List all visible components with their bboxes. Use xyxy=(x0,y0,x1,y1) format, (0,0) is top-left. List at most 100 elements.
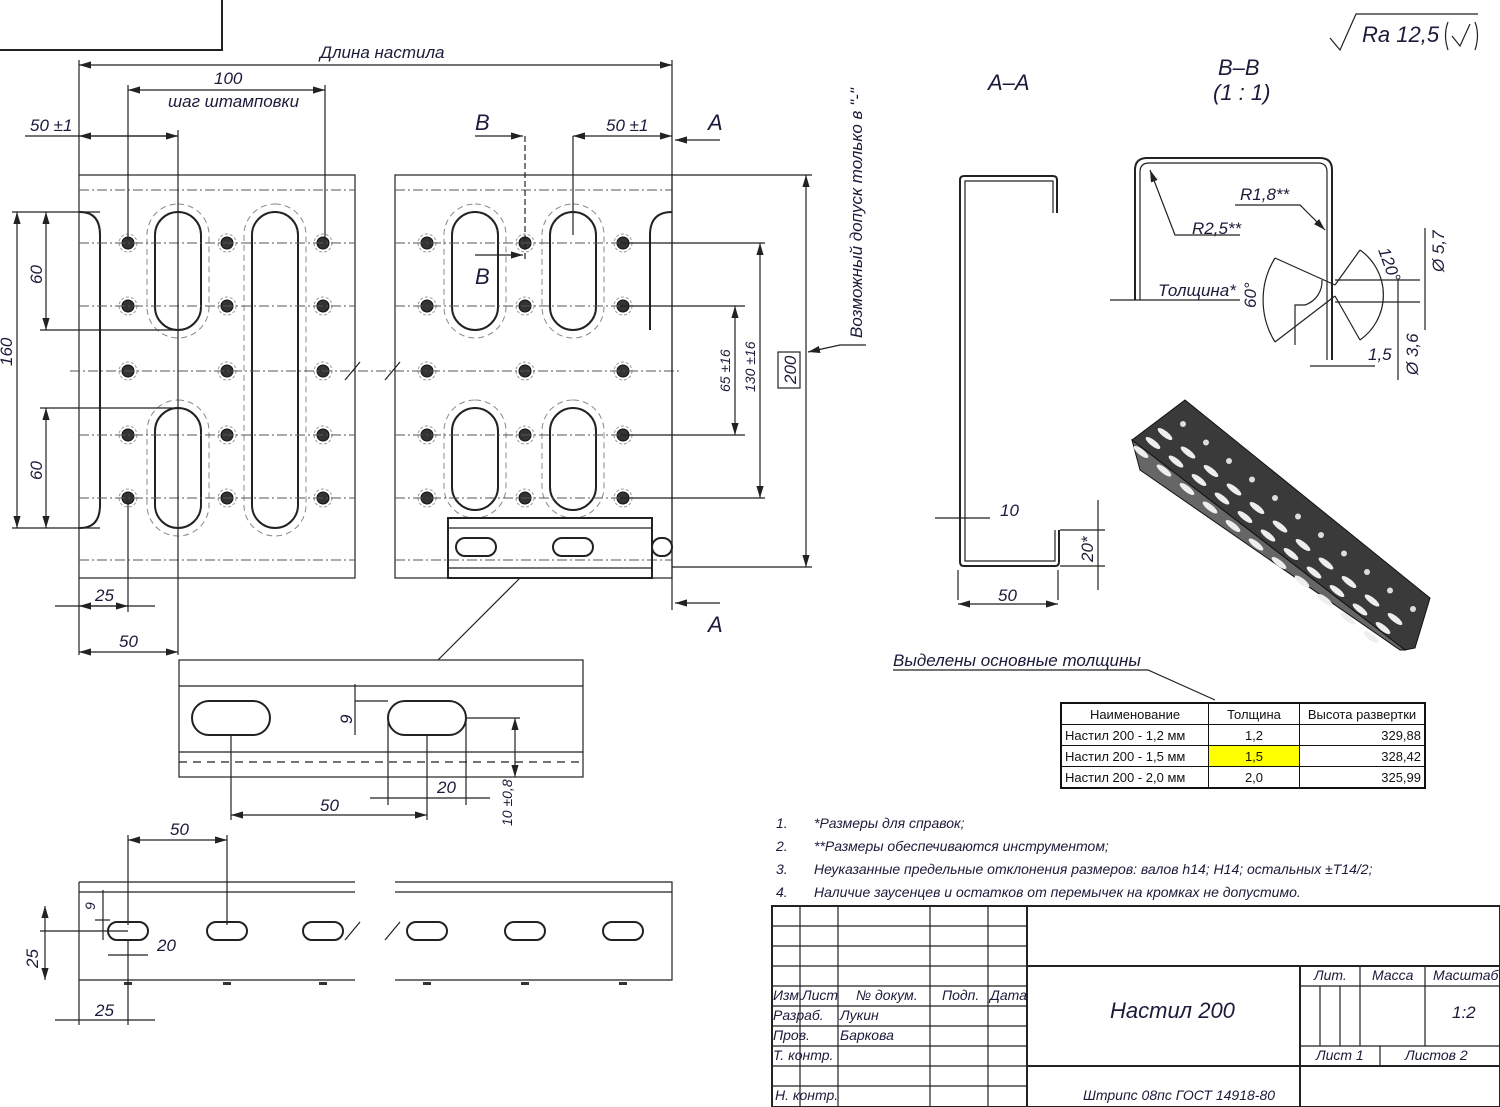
isometric-view xyxy=(1131,399,1431,651)
aa-dim-20: 20* xyxy=(1078,535,1097,563)
tb-tkontr: Т. контр. xyxy=(773,1047,833,1063)
dim-160: 160 xyxy=(0,337,16,366)
section-b-b: B–B (1 : 1) R1,8** R2,5** Толщина* 60° 1… xyxy=(1110,55,1448,380)
iso-slot xyxy=(1237,510,1253,524)
iso-slot xyxy=(1156,464,1172,477)
roughness-value: Ra 12,5 xyxy=(1362,22,1440,47)
right-offset-dim: 50 ±1 xyxy=(606,116,648,135)
dim-130: 130 ±16 xyxy=(742,341,758,392)
plan-view xyxy=(12,60,866,661)
detail-dim-10: 10 ±0,8 xyxy=(499,779,515,826)
left-offset-dim: 50 ±1 xyxy=(30,116,72,135)
aa-dim-50: 50 xyxy=(998,586,1017,605)
iso-slot xyxy=(1260,529,1276,542)
tb-prov-name: Баркова xyxy=(840,1027,894,1043)
cell-name: Настил 200 - 1,2 мм xyxy=(1060,724,1209,746)
iso-slot xyxy=(1306,566,1322,579)
tb-sheets: Листов 2 xyxy=(1404,1047,1468,1063)
section-a-bottom: A xyxy=(706,612,723,637)
iso-slot xyxy=(1375,621,1391,635)
stamp-slot-partial xyxy=(649,211,673,330)
table-header-row: Наименование Толщина Высота развертки xyxy=(1060,702,1426,725)
iso-slot xyxy=(1317,593,1333,607)
iso-slot xyxy=(1248,538,1264,551)
col-height: Высота развертки xyxy=(1299,702,1426,725)
bb-r25: R2,5** xyxy=(1192,219,1243,238)
bb-thickness: Толщина* xyxy=(1158,281,1237,300)
iso-slot xyxy=(1133,445,1149,459)
thickness-table: Наименование Толщина Высота развертки На… xyxy=(1060,702,1426,789)
tb-sheet: Лист 1 xyxy=(1315,1047,1364,1063)
iso-slot xyxy=(1249,501,1265,515)
section-b-bottom: B xyxy=(475,264,490,289)
iso-slot xyxy=(1214,492,1230,505)
thickness-callout: Выделены основные толщины xyxy=(893,651,1141,670)
detail-dim-20: 20 xyxy=(436,778,456,797)
bb-r18: R1,8** xyxy=(1240,185,1291,204)
pitch-label: шаг штамповки xyxy=(168,92,300,111)
side-slot xyxy=(406,921,448,941)
tb-prov: Пров. xyxy=(773,1027,810,1043)
tolerance-note: Возможный допуск только в "-" xyxy=(847,87,866,338)
note-number: 2. xyxy=(775,838,788,854)
tb-scale-label: Масштаб xyxy=(1433,967,1500,983)
detail-dim-50: 50 xyxy=(320,796,339,815)
detail-view: 9 20 50 10 ±0,8 xyxy=(178,659,584,826)
pitch-value: 100 xyxy=(214,69,243,88)
side-dim-25-h: 25 xyxy=(94,1001,114,1020)
dim-200: 200 xyxy=(781,355,800,385)
stamp-slot xyxy=(251,211,299,529)
col-thickness: Толщина xyxy=(1208,702,1300,725)
iso-slot xyxy=(1191,473,1207,487)
aa-dim-10: 10 xyxy=(1000,501,1019,520)
iso-slot xyxy=(1225,519,1241,533)
dim-50: 50 xyxy=(119,632,138,651)
tb-izm: Изм. xyxy=(773,987,803,1003)
iso-slot xyxy=(1329,584,1345,598)
side-dim-50: 50 xyxy=(170,820,189,839)
iso-slot xyxy=(1168,455,1184,468)
iso-slot xyxy=(1364,594,1380,607)
stamp-slot xyxy=(549,407,597,511)
tb-material: Штрипс 08пс ГОСТ 14918-80 xyxy=(1083,1087,1275,1103)
length-label: Длина настила xyxy=(318,43,445,62)
frame-corner xyxy=(0,0,223,51)
tb-name: Настил 200 xyxy=(1110,998,1236,1023)
note-number: 4. xyxy=(776,884,788,900)
detail-dim-9: 9 xyxy=(337,714,356,724)
note-number: 1. xyxy=(776,815,788,831)
dim-60-top: 60 xyxy=(27,265,46,284)
stamp-slot xyxy=(451,407,499,511)
iso-slot xyxy=(1352,603,1368,616)
iso-slot xyxy=(1294,575,1310,588)
col-name: Наименование xyxy=(1060,702,1209,725)
dim-25: 25 xyxy=(94,586,114,605)
title-block: Изм. Лист № докум. Подп. Дата Разраб. Лу… xyxy=(771,905,1500,1107)
cell-name: Настил 200 - 2,0 мм xyxy=(1060,766,1209,789)
iso-slot xyxy=(1202,501,1218,514)
cell-thickness: 1,2 xyxy=(1208,724,1300,746)
section-a-top: A xyxy=(706,110,723,135)
cell-height: 325,99 xyxy=(1299,766,1426,789)
roughness-symbol: Ra 12,5 xyxy=(1329,13,1479,52)
iso-slot xyxy=(1271,556,1287,570)
iso-slot xyxy=(1226,483,1242,496)
cell-thickness: 2,0 xyxy=(1208,766,1300,789)
tb-date: Дата xyxy=(988,987,1027,1003)
bb-d36: Ø 3,6 xyxy=(1403,333,1422,376)
side-slot xyxy=(302,921,344,941)
iso-slot xyxy=(1340,612,1356,625)
bb-d57: Ø 5,7 xyxy=(1429,230,1448,273)
bb-d15: 1,5 xyxy=(1368,345,1392,364)
cell-height: 328,42 xyxy=(1299,745,1426,767)
iso-slot xyxy=(1203,464,1219,478)
iso-slot xyxy=(1318,557,1334,570)
tb-razrab-name: Лукин xyxy=(839,1007,879,1023)
tb-mass: Масса xyxy=(1372,967,1414,983)
section-aa-title: А–А xyxy=(986,70,1030,95)
iso-slot xyxy=(1363,630,1379,644)
tb-nkontr: Н. контр. xyxy=(775,1087,838,1103)
edge-cutout xyxy=(79,211,101,529)
side-dim-9: 9 xyxy=(82,902,98,910)
